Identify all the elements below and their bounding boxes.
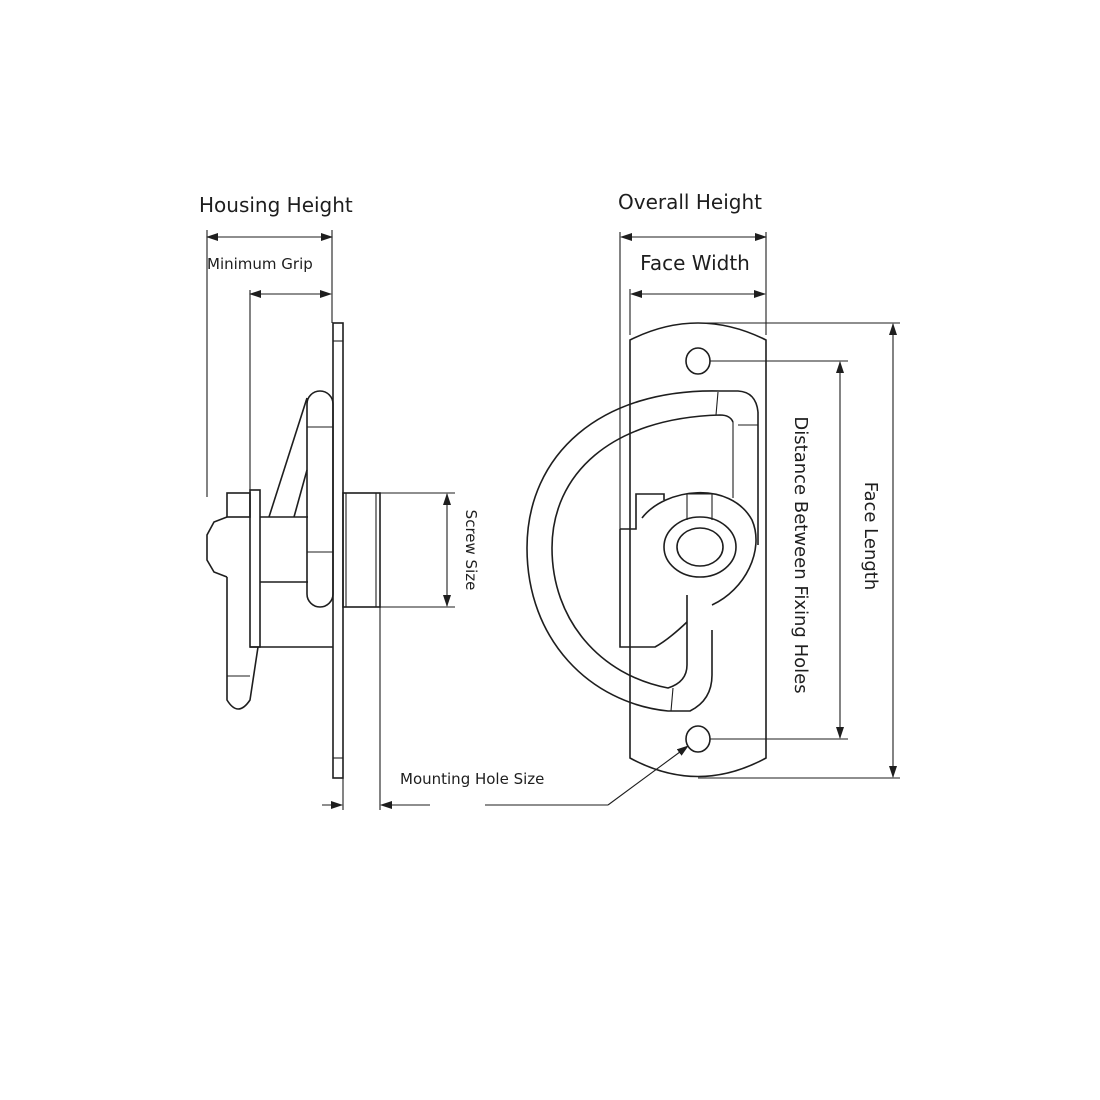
mounting-hole-size-label: Mounting Hole Size bbox=[400, 770, 544, 788]
front-view: Overall Height Face Width bbox=[526, 190, 900, 779]
hub-inner bbox=[676, 527, 724, 567]
face-length-label: Face Length bbox=[860, 482, 881, 591]
overall-height-dimension bbox=[619, 232, 767, 529]
minimum-grip-dimension bbox=[249, 290, 332, 490]
overall-height-label: Overall Height bbox=[618, 190, 762, 214]
front-view-body bbox=[526, 322, 767, 778]
fixing-hole-bottom bbox=[685, 725, 711, 753]
fixing-holes-distance-label: Distance Between Fixing Holes bbox=[790, 416, 811, 693]
screw-size-dimension bbox=[380, 492, 455, 608]
mounting-hole-size-dimension bbox=[322, 607, 689, 810]
face-width-dimension bbox=[629, 289, 766, 335]
face-width-label: Face Width bbox=[640, 251, 750, 275]
screw-size-label: Screw Size bbox=[462, 510, 480, 591]
hub-outer bbox=[663, 516, 737, 578]
fixing-holes-distance-dimension bbox=[710, 360, 848, 740]
housing-height-dimension bbox=[206, 230, 333, 497]
side-view: Housing Height Minimum Grip bbox=[199, 193, 689, 810]
housing-height-label: Housing Height bbox=[199, 193, 353, 217]
minimum-grip-label: Minimum Grip bbox=[207, 255, 313, 273]
face-plate bbox=[629, 322, 767, 778]
fixing-hole-top bbox=[685, 347, 711, 375]
side-view-body bbox=[206, 322, 381, 779]
face-length-dimension bbox=[698, 322, 900, 779]
